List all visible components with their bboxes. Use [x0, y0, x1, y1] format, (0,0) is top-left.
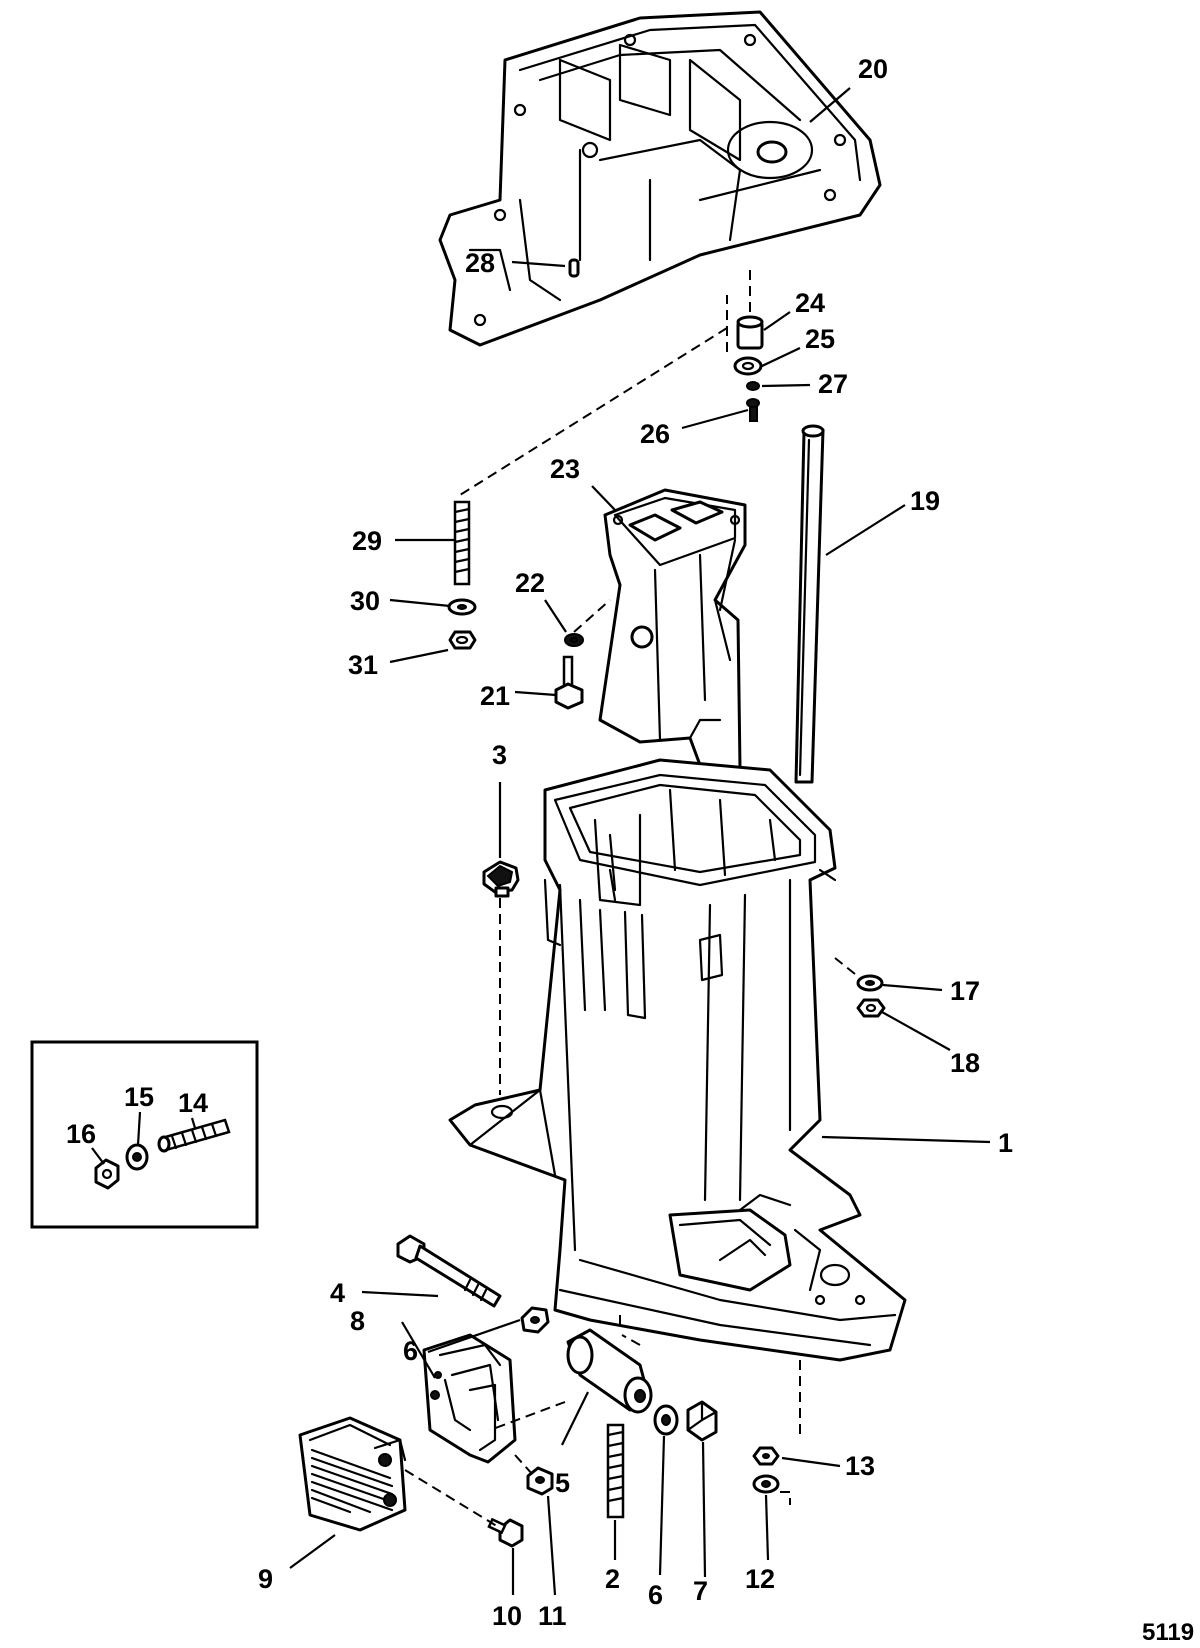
- callout-13: 13: [845, 1451, 875, 1481]
- callout-14: 14: [178, 1088, 208, 1118]
- callout-20: 20: [858, 54, 888, 84]
- nut-part-16[interactable]: [94, 1158, 120, 1190]
- figure-number: 5119: [1142, 1619, 1194, 1646]
- adapter-plate-part[interactable]: [438, 10, 882, 347]
- callout-1: 1: [998, 1128, 1013, 1158]
- washer-part-13[interactable]: [752, 1446, 780, 1466]
- callout-7: 7: [693, 1576, 708, 1606]
- washer-part-12[interactable]: [752, 1474, 780, 1494]
- callout-22: 22: [515, 568, 545, 598]
- stud-part-14[interactable]: [157, 1118, 231, 1153]
- bolt-part-4[interactable]: [396, 1234, 502, 1308]
- driveshaft-housing-part-1[interactable]: [448, 758, 907, 1362]
- callout-17: 17: [950, 976, 980, 1006]
- inset-box: [30, 1040, 259, 1229]
- callout-26: 26: [640, 419, 670, 449]
- nut-part-7[interactable]: [686, 1400, 718, 1442]
- callout-29: 29: [352, 526, 382, 556]
- assembly-lines: [404, 268, 856, 1529]
- callout-3: 3: [492, 740, 507, 770]
- cover-plate-part-9[interactable]: [298, 1416, 407, 1532]
- callout-6-upper: 6: [403, 1336, 418, 1366]
- callout-6-lower: 6: [648, 1580, 663, 1610]
- screw-part-10[interactable]: [487, 1517, 524, 1548]
- callout-5: 5: [555, 1468, 570, 1498]
- washer-part-17[interactable]: [856, 974, 884, 992]
- callout-10: 10: [492, 1601, 522, 1631]
- washer-part-30[interactable]: [447, 598, 477, 616]
- washer-part-6-lower[interactable]: [653, 1404, 679, 1436]
- callout-27: 27: [818, 369, 848, 399]
- lower-mount-part-5[interactable]: [566, 1328, 653, 1414]
- callout-12: 12: [745, 1564, 775, 1594]
- callout-23: 23: [550, 454, 580, 484]
- washer-part-27[interactable]: [746, 381, 760, 391]
- nut-part-11[interactable]: [526, 1466, 554, 1496]
- stud-part-2[interactable]: [606, 1423, 625, 1519]
- callout-labels: 20 28 24 25 27 26 23 19 29 30 22 31 21 3…: [66, 54, 1194, 1646]
- callout-4: 4: [330, 1278, 345, 1308]
- water-tube-part-19[interactable]: [794, 424, 825, 784]
- washer-part-15[interactable]: [125, 1143, 149, 1171]
- callout-21: 21: [480, 681, 510, 711]
- stud-part-29[interactable]: [453, 500, 471, 586]
- bracket-part-8[interactable]: [422, 1333, 517, 1464]
- exhaust-tube-part-23[interactable]: [598, 488, 747, 770]
- callout-28: 28: [465, 248, 495, 278]
- pin-part-28[interactable]: [568, 258, 580, 278]
- nut-part-18[interactable]: [856, 998, 886, 1018]
- callout-19: 19: [910, 486, 940, 516]
- callout-11: 11: [538, 1601, 567, 1631]
- screw-part-26[interactable]: [746, 398, 760, 422]
- callout-25: 25: [805, 324, 835, 354]
- leader-lines: [91, 87, 991, 1596]
- callout-15: 15: [124, 1082, 154, 1112]
- plug-part-3[interactable]: [482, 860, 520, 898]
- callout-16: 16: [66, 1119, 96, 1149]
- washer-part-25[interactable]: [733, 356, 763, 376]
- mount-part-24[interactable]: [736, 315, 764, 350]
- screw-part-21[interactable]: [554, 655, 584, 710]
- nut-part-31[interactable]: [448, 630, 477, 650]
- callout-18: 18: [950, 1048, 980, 1078]
- callout-31: 31: [348, 650, 378, 680]
- callout-9: 9: [258, 1564, 273, 1594]
- callout-8: 8: [350, 1306, 365, 1336]
- callout-24: 24: [795, 288, 825, 318]
- washer-part-22[interactable]: [564, 633, 584, 647]
- washer-part-6-upper[interactable]: [520, 1306, 550, 1334]
- callout-2: 2: [605, 1564, 620, 1594]
- callout-30: 30: [350, 586, 380, 616]
